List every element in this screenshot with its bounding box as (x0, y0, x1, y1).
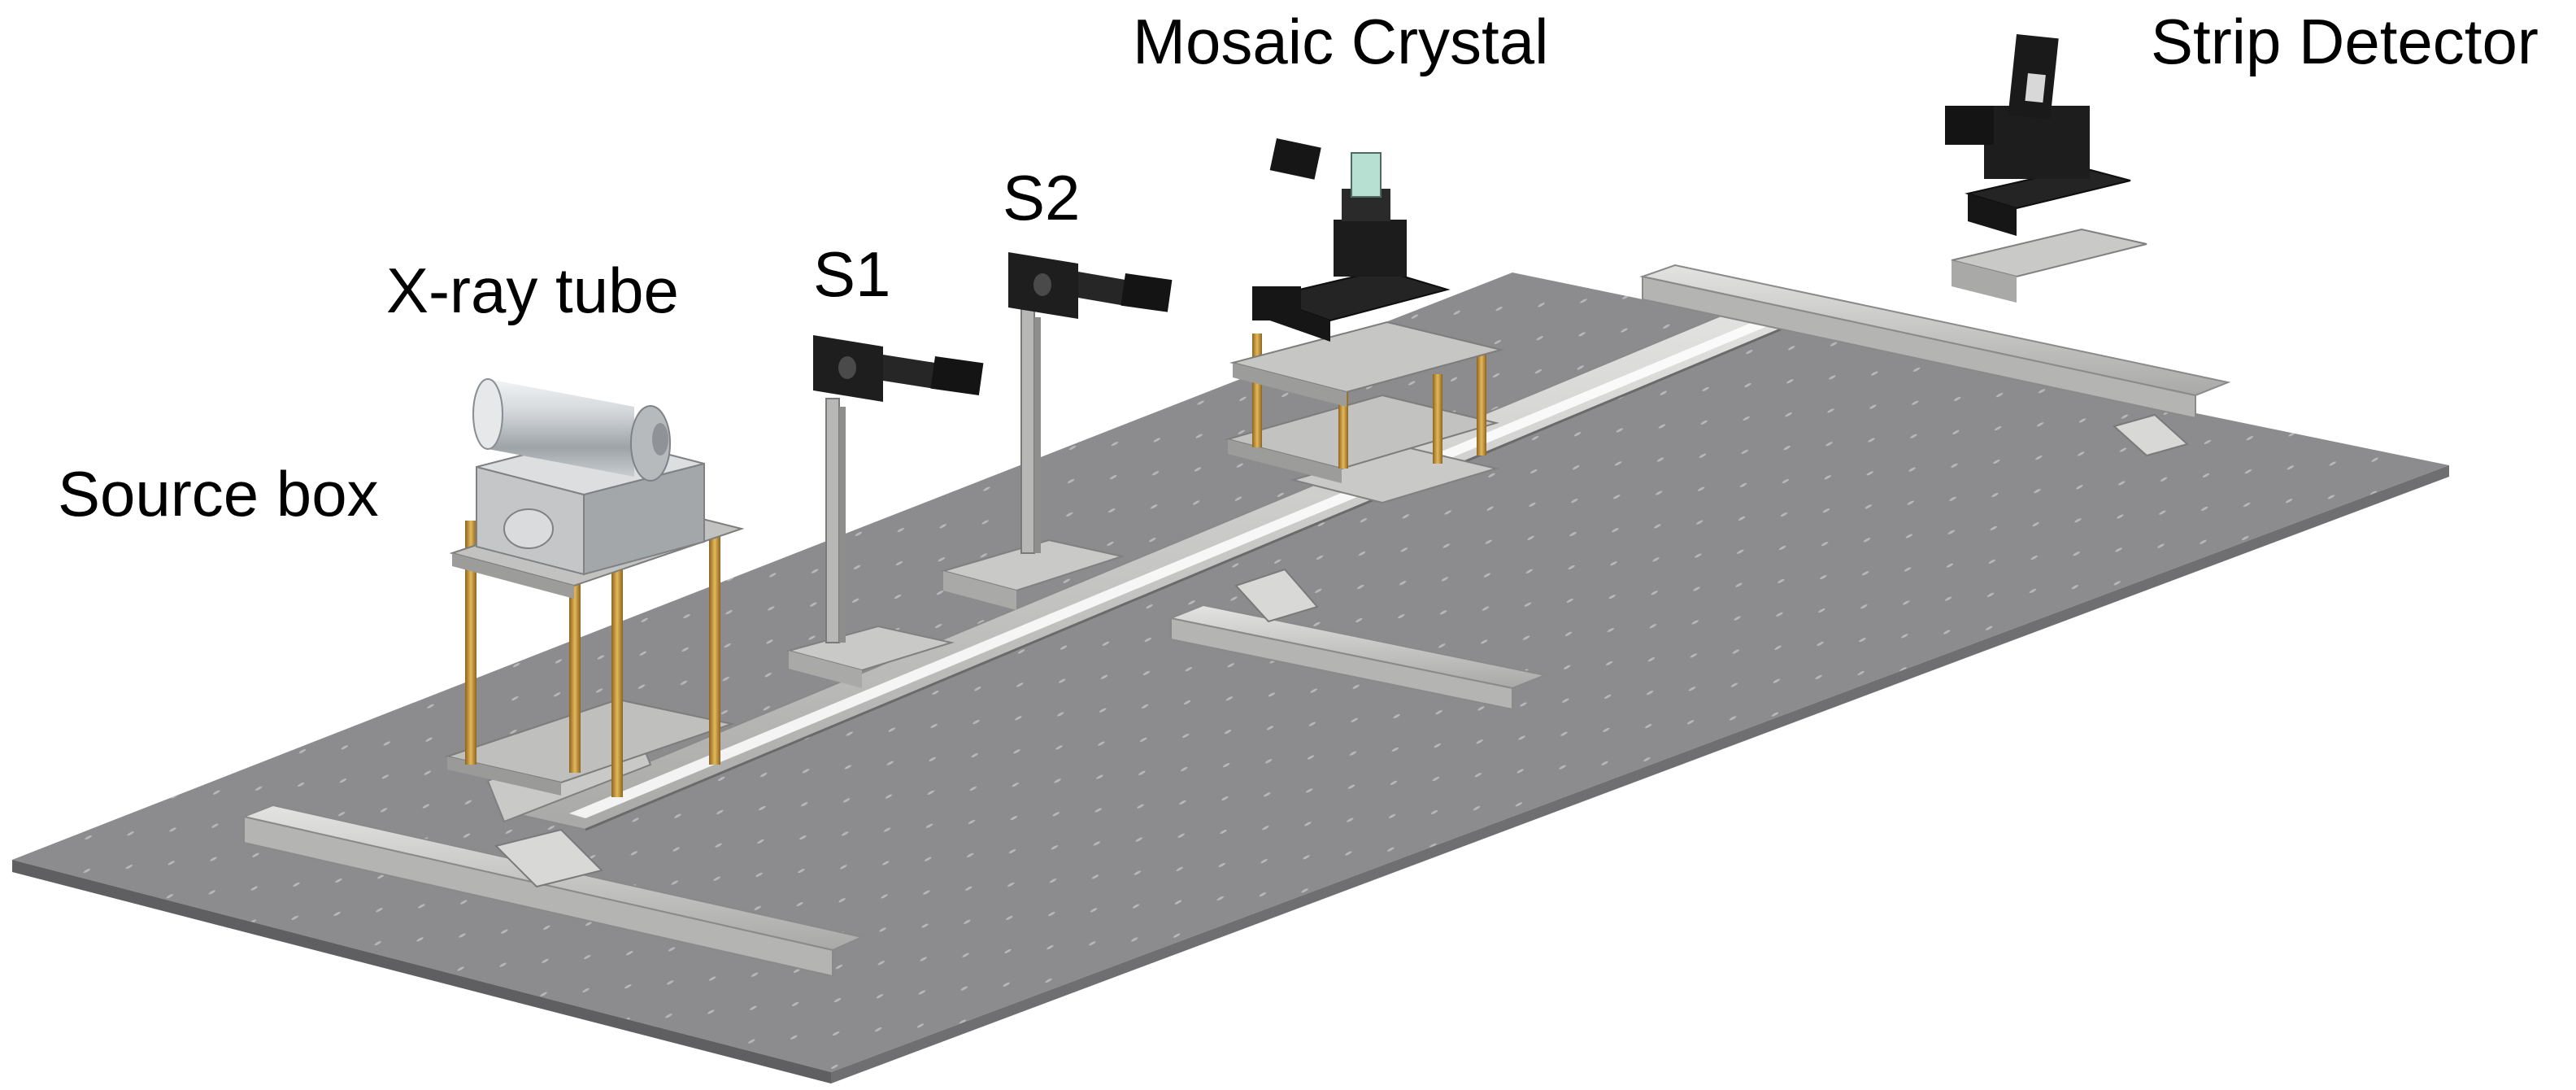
main-rail-shadow (585, 311, 1822, 831)
source-top-plate-edge (452, 553, 574, 599)
s2-actuator (1078, 272, 1125, 306)
table-front-edge (12, 860, 831, 1083)
s2-aperture (1033, 273, 1051, 296)
middle-bracket (1234, 568, 1319, 623)
s1-post (825, 398, 840, 643)
s1-actuator (883, 355, 935, 389)
s2-carriage-face (943, 571, 1016, 610)
table-hole-grid (12, 272, 2449, 1072)
strip-detector-assembly (1945, 34, 2147, 303)
crystal-rod-3 (1433, 374, 1442, 464)
detector-carriage-face (1952, 260, 2017, 303)
crystal-rod-4 (1477, 350, 1486, 456)
label-s1: S1 (813, 238, 891, 310)
front-cross-rail-face (243, 815, 833, 978)
middle-cross-rail-face (1170, 617, 1513, 711)
detector-head-window (2025, 72, 2046, 103)
crystal-upper-plate-edge (1233, 363, 1347, 407)
xray-tube-end-left (472, 378, 503, 450)
slit-s1-assembly (785, 335, 984, 688)
front-cross-rail (241, 804, 865, 978)
crystal-upper-plate (1229, 320, 1504, 394)
brass-rod-2 (569, 561, 581, 773)
label-source-box: Source box (58, 458, 379, 530)
s1-motor (930, 356, 984, 395)
s1-aperture (838, 356, 856, 379)
brass-rod-4 (709, 529, 720, 765)
s1-carriage-face (789, 651, 862, 688)
label-xray-tube: X-ray tube (386, 255, 679, 326)
crystal-motor (1269, 137, 1321, 180)
source-base-plate (444, 698, 735, 784)
back-cross-rail-face (1642, 275, 2196, 420)
back-bracket (2112, 413, 2190, 457)
source-box-port (503, 508, 554, 549)
crystal-rotation-stage (1262, 268, 1451, 322)
s1-post-side (839, 407, 846, 643)
s2-post (1020, 308, 1035, 554)
source-base-plate-edge (447, 756, 561, 796)
s2-post-side (1034, 317, 1041, 553)
crystal-lower-plate (1225, 394, 1499, 470)
s2-motor (1120, 272, 1173, 312)
crystal-goniometer (1334, 220, 1407, 277)
label-s2: S2 (1003, 162, 1081, 233)
middle-cross-rail (1168, 568, 1548, 711)
xray-tube-assembly (472, 378, 671, 482)
detector-side-motor (1945, 106, 1994, 145)
crystal-lower-plate-edge (1228, 439, 1342, 483)
table-right-edge (831, 465, 2449, 1083)
detector-rotation-stage-face (1968, 194, 2017, 236)
crystal-plate (1351, 152, 1382, 198)
mosaic-crystal-assembly (1225, 137, 1504, 504)
crystal-side-motor (1252, 286, 1301, 320)
back-cross-rail (1639, 264, 2231, 457)
brass-rod-3 (611, 553, 623, 797)
label-strip-detector: Strip Detector (2151, 6, 2539, 77)
brass-rod-1 (465, 521, 476, 765)
optical-table (12, 272, 2449, 1083)
xray-tube-body (488, 379, 634, 477)
crystal-rod-1 (1252, 334, 1262, 447)
label-mosaic-crystal: Mosaic Crystal (1133, 6, 1549, 77)
xray-tube-cap (652, 423, 668, 456)
front-bracket (494, 828, 603, 888)
slit-s2-assembly (940, 252, 1173, 610)
